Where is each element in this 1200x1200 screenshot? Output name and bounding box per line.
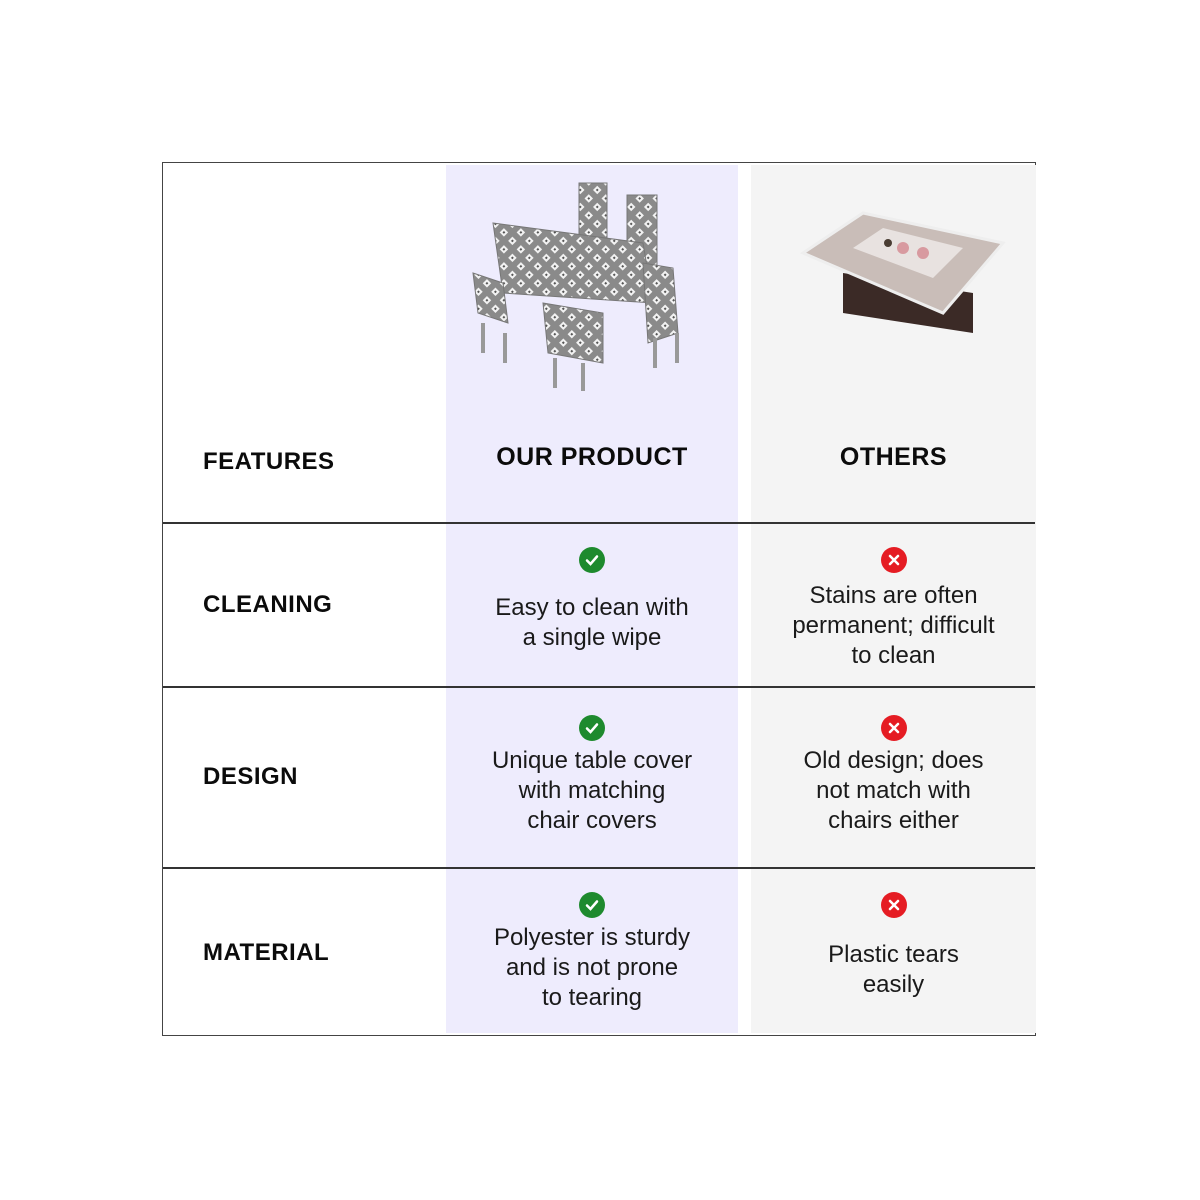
- cell-line: to clean: [851, 642, 936, 669]
- comparison-table: FEATURES OUR PRODUCT OTHERS CLEANING Eas…: [162, 162, 1036, 1036]
- cell-line: Plastic tears: [828, 941, 959, 968]
- cell-line: Easy to clean with: [495, 594, 689, 621]
- check-icon: [579, 892, 605, 918]
- cross-icon: [880, 892, 907, 918]
- others-cleaning-cell: Stains are often permanent; difficult to…: [751, 547, 1036, 671]
- header-features: FEATURES: [203, 448, 335, 475]
- cell-line: not match with: [816, 777, 971, 804]
- others-material-cell: Plastic tears easily: [751, 892, 1036, 1000]
- feature-design: DESIGN: [203, 763, 299, 790]
- header-others: OTHERS: [839, 443, 948, 471]
- cell-line: permanent; difficult: [792, 612, 995, 639]
- feature-cleaning: CLEANING: [203, 591, 333, 618]
- cell-line: a single wipe: [522, 624, 662, 651]
- cell-line: chairs either: [828, 807, 959, 834]
- cell-line: Old design; does: [803, 747, 984, 774]
- row-divider: [163, 686, 1035, 688]
- row-divider: [163, 867, 1035, 869]
- row-divider: [163, 522, 1035, 524]
- cell-line: Polyester is sturdy: [493, 924, 691, 951]
- check-icon: [579, 715, 605, 741]
- cross-icon: [880, 715, 907, 741]
- cell-line: to tearing: [541, 984, 643, 1011]
- our-material-cell: Polyester is sturdy and is not prone to …: [446, 892, 738, 1013]
- check-icon: [579, 547, 605, 573]
- our-product-image: [472, 182, 679, 391]
- cell-line: chair covers: [527, 807, 657, 834]
- cell-line: and is not prone: [505, 954, 679, 981]
- others-product-image: [799, 211, 1006, 333]
- cell-line: with matching: [518, 777, 666, 804]
- cell-line: easily: [862, 971, 925, 998]
- cell-line: Unique table cover: [491, 747, 693, 774]
- our-design-cell: Unique table cover with matching chair c…: [446, 715, 738, 836]
- others-design-cell: Old design; does not match with chairs e…: [751, 715, 1036, 836]
- cell-line: Stains are often: [809, 582, 978, 609]
- header-our-product: OUR PRODUCT: [496, 443, 688, 471]
- feature-material: MATERIAL: [203, 939, 330, 966]
- our-cleaning-cell: Easy to clean with a single wipe: [446, 547, 738, 653]
- cross-icon: [880, 547, 907, 573]
